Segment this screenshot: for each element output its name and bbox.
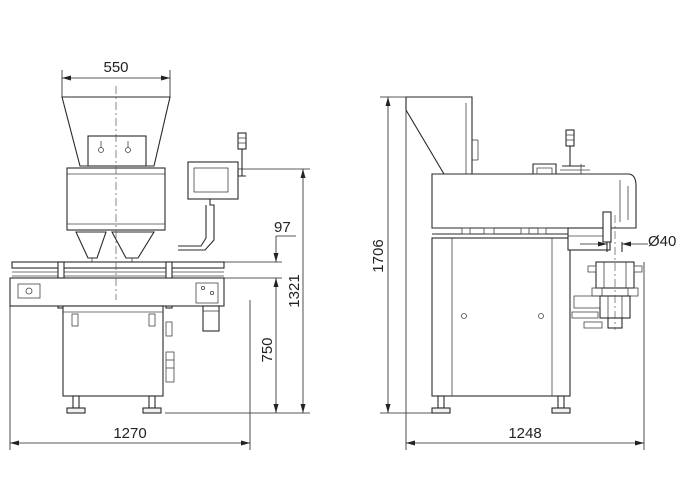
front-control-panel: [187, 161, 239, 200]
side-main-housing: [431, 173, 637, 229]
side-hopper: [406, 96, 473, 174]
front-hopper-window: [87, 135, 147, 167]
side-view: [405, 96, 643, 414]
dim-side-nozzle-diameter: Ø40: [648, 233, 676, 250]
front-hopper: [61, 96, 171, 167]
dim-side-total-width: 1248: [508, 425, 541, 442]
front-cross-beam: [9, 277, 225, 307]
dim-front-top-width: 550: [103, 59, 128, 76]
side-cabinet: [431, 237, 571, 397]
front-dimensions: 550 1321 750 97 1270: [9, 59, 310, 450]
dim-front-table-height: 750: [259, 337, 276, 362]
side-dimensions: 1706 Ø40 1248: [370, 96, 676, 450]
front-cabinet: [62, 305, 164, 397]
dim-front-gap: 97: [274, 219, 291, 236]
front-view: [9, 86, 247, 414]
dim-side-total-height: 1706: [370, 239, 387, 272]
dim-front-total-height: 1321: [286, 274, 303, 307]
front-conveyor-rail: [11, 261, 225, 269]
dim-front-total-width: 1270: [113, 425, 146, 442]
